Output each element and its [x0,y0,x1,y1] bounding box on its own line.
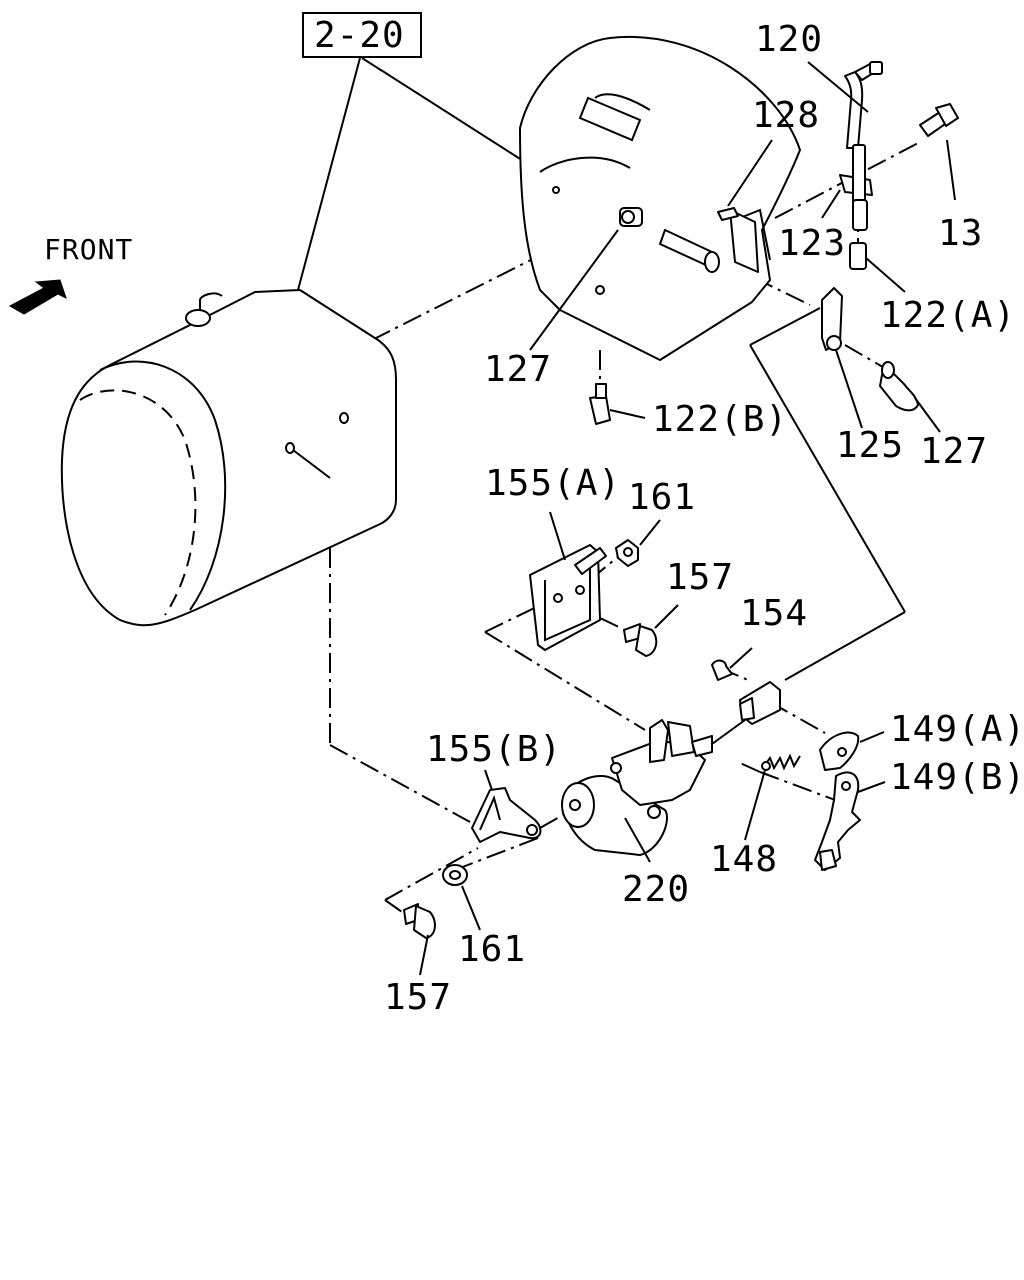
part-154-pin [711,647,753,681]
part-161-bottom-nut [442,864,481,931]
part-122b-fitting [589,383,646,425]
part-149b-lever [814,771,886,871]
callout-149b: 149(B) [890,757,1024,798]
callout-127-top: 127 [484,349,553,390]
callout-220: 220 [622,869,691,910]
reference-box: 2-20 [302,12,422,58]
callout-155a: 155(A) [485,463,622,504]
callout-161-bottom: 161 [458,929,527,970]
part-148-spring [744,753,801,841]
callout-123: 123 [778,223,847,264]
part-157-top-bolt [623,604,679,657]
part-125-lever [821,287,863,429]
callout-157-top: 157 [666,557,735,598]
part-157-bottom-bolt [403,903,436,976]
callout-161-top: 161 [628,477,697,518]
reference-leaders [297,57,526,291]
clevis-yoke [739,681,781,725]
part-155b-bracket [471,769,542,843]
callout-125: 125 [836,425,905,466]
front-arrow-icon [8,279,67,315]
callout-122b: 122(B) [652,399,789,440]
part-13-bolt [919,103,959,201]
callout-128: 128 [752,95,821,136]
part-120-pipe [807,61,883,149]
callout-155b: 155(B) [426,729,563,770]
callout-154: 154 [740,593,809,634]
transmission-housing [60,289,397,627]
callout-157-bottom: 157 [384,977,453,1018]
part-127-right-plug [879,361,941,433]
callout-127-right: 127 [920,431,989,472]
reference-box-label: 2-20 [314,15,405,56]
release-shaft [659,209,759,273]
callout-13: 13 [938,213,984,254]
part-128-key [717,139,773,221]
flywheel-housing [519,35,801,361]
callout-120: 120 [755,19,824,60]
part-149a-plate [819,731,885,771]
part-123-bracket [821,144,873,231]
callout-149a: 149(A) [890,709,1024,750]
part-122a-fitting [849,242,906,293]
callout-148: 148 [710,839,779,880]
part-220-booster [561,719,746,863]
part-161-top-nut [615,519,661,567]
part-127-top-plug [529,207,643,351]
front-label: FRONT [44,233,134,266]
part-155a-bracket [529,511,607,651]
callout-122a: 122(A) [880,295,1017,336]
